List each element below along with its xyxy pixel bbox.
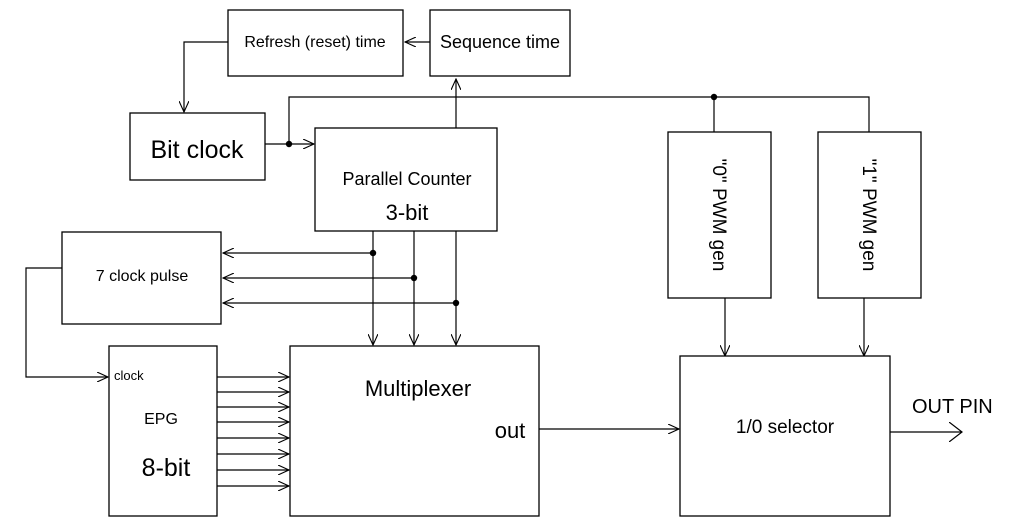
junction-dot xyxy=(285,140,293,148)
epg-block: clock EPG 8-bit xyxy=(108,345,218,517)
pwm0-block: "0" PWM gen xyxy=(667,131,772,299)
pwm0-label: "0" PWM gen xyxy=(708,159,729,272)
connections xyxy=(25,41,962,486)
bit-clock-block: Bit clock xyxy=(129,112,266,181)
junctions xyxy=(285,93,718,307)
epg-bits-label: 8-bit xyxy=(142,454,191,482)
pwm1-block: "1" PWM gen xyxy=(817,131,922,299)
junction-dot xyxy=(452,299,460,307)
bit-clock-label: Bit clock xyxy=(150,136,244,164)
multiplexer-label: Multiplexer xyxy=(365,376,471,401)
junction-dot xyxy=(410,274,418,282)
epg-label: EPG xyxy=(144,411,178,428)
clockpulse-to-epg-arrow xyxy=(25,267,108,377)
parallel-counter-label: Parallel Counter xyxy=(342,169,471,189)
selector-label: 1/0 selector xyxy=(736,417,835,438)
parallel-counter-bits-label: 3-bit xyxy=(386,200,429,225)
pwm1-label: "1" PWM gen xyxy=(858,159,879,272)
sequence-time-label: Sequence time xyxy=(440,32,560,52)
sequence-time-block: Sequence time xyxy=(429,9,571,77)
bitclock-bus-line xyxy=(265,96,870,145)
multiplexer-block: Multiplexer out xyxy=(289,345,540,517)
junction-dot xyxy=(710,93,718,101)
refresh-time-block: Refresh (reset) time xyxy=(227,9,404,77)
epg-clock-label: clock xyxy=(114,368,144,383)
refresh-time-label: Refresh (reset) time xyxy=(244,34,385,51)
refresh-to-bitclock-arrow xyxy=(184,41,228,112)
clock-pulse-label: 7 clock pulse xyxy=(96,268,189,285)
parallel-counter-block: Parallel Counter 3-bit xyxy=(314,127,498,232)
junction-dot xyxy=(369,249,377,257)
selector-block: 1/0 selector xyxy=(679,355,891,517)
multiplexer-out-label: out xyxy=(495,418,526,443)
out-pin-label: OUT PIN xyxy=(912,396,993,418)
clock-pulse-block: 7 clock pulse xyxy=(61,231,222,325)
